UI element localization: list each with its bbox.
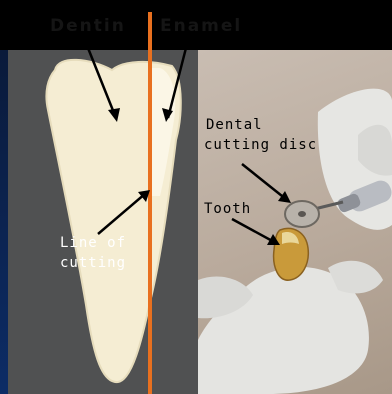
dental-cutting-disc-label-line1: Dental (206, 116, 263, 134)
tooth-arrow (232, 219, 276, 243)
enamel-label: Enamel (160, 16, 242, 36)
disc-arrow (242, 164, 287, 200)
tooth-label: Tooth (204, 200, 251, 218)
dental-cutting-disc-label-line2: cutting disc (204, 136, 317, 154)
line-of-cutting-label-line1: Line of (60, 234, 126, 252)
dentin-label: Dentin (50, 16, 126, 36)
line-of-cutting-label-line2: cutting (60, 254, 126, 272)
